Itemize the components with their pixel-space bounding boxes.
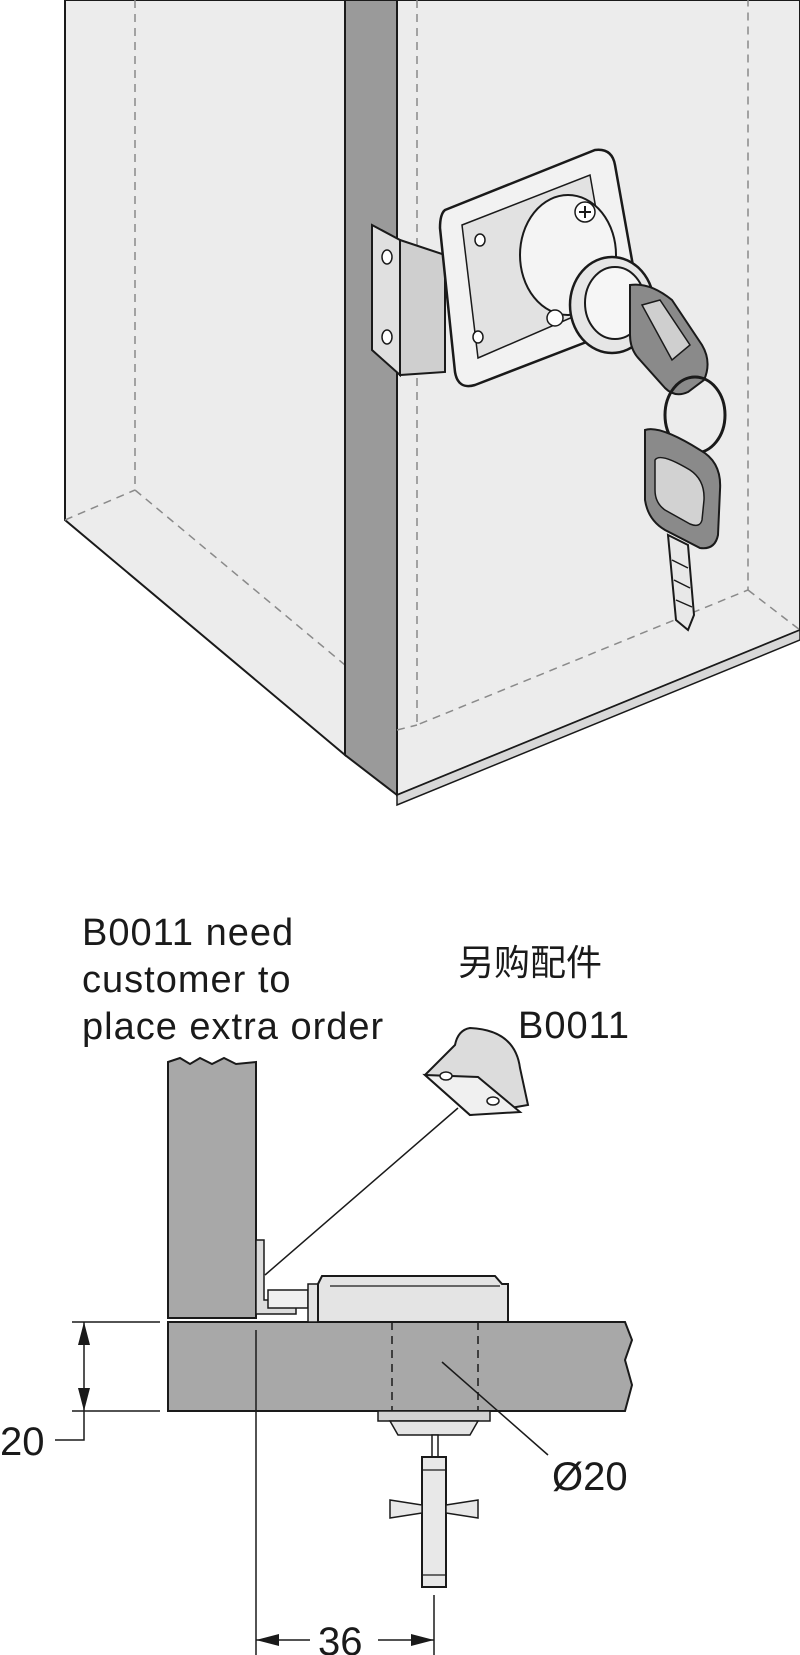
note-line-2: customer to [82, 959, 292, 1001]
offset-dimension: 36 [255, 1330, 435, 1655]
section-view: B0011 need customer to place extra order… [0, 912, 634, 1655]
thickness-dimension: 20 [0, 1321, 160, 1464]
note-line-1: B0011 need [82, 912, 294, 954]
cabinet-left-panel [64, 0, 346, 758]
offset-label: 36 [318, 1620, 363, 1655]
cylinder-below [377, 1410, 491, 1588]
thickness-label: 20 [0, 1420, 45, 1464]
key-icon [629, 283, 727, 632]
drawer-front-panel [396, 0, 800, 797]
accessory-cn-label: 另购配件 [458, 943, 602, 984]
right-panel-dashed-frame [416, 0, 749, 727]
drawer-front-section [167, 1321, 634, 1412]
diameter-leader-line [441, 1361, 549, 1456]
panel-front-edge [344, 0, 398, 798]
isometric-cabinet-view [64, 0, 800, 807]
bracket-leader-line [264, 1107, 459, 1276]
accessory-bracket-icon [422, 1026, 530, 1117]
hole-diameter-label: Ø20 [552, 1455, 628, 1499]
lock-body-section [307, 1275, 509, 1323]
note-line-3: place extra order [82, 1006, 384, 1048]
accessory-part-code: B0011 [518, 1005, 630, 1047]
cabinet-lock-body [438, 148, 656, 388]
side-panel-section [167, 1056, 257, 1319]
strike-bracket [371, 223, 446, 378]
